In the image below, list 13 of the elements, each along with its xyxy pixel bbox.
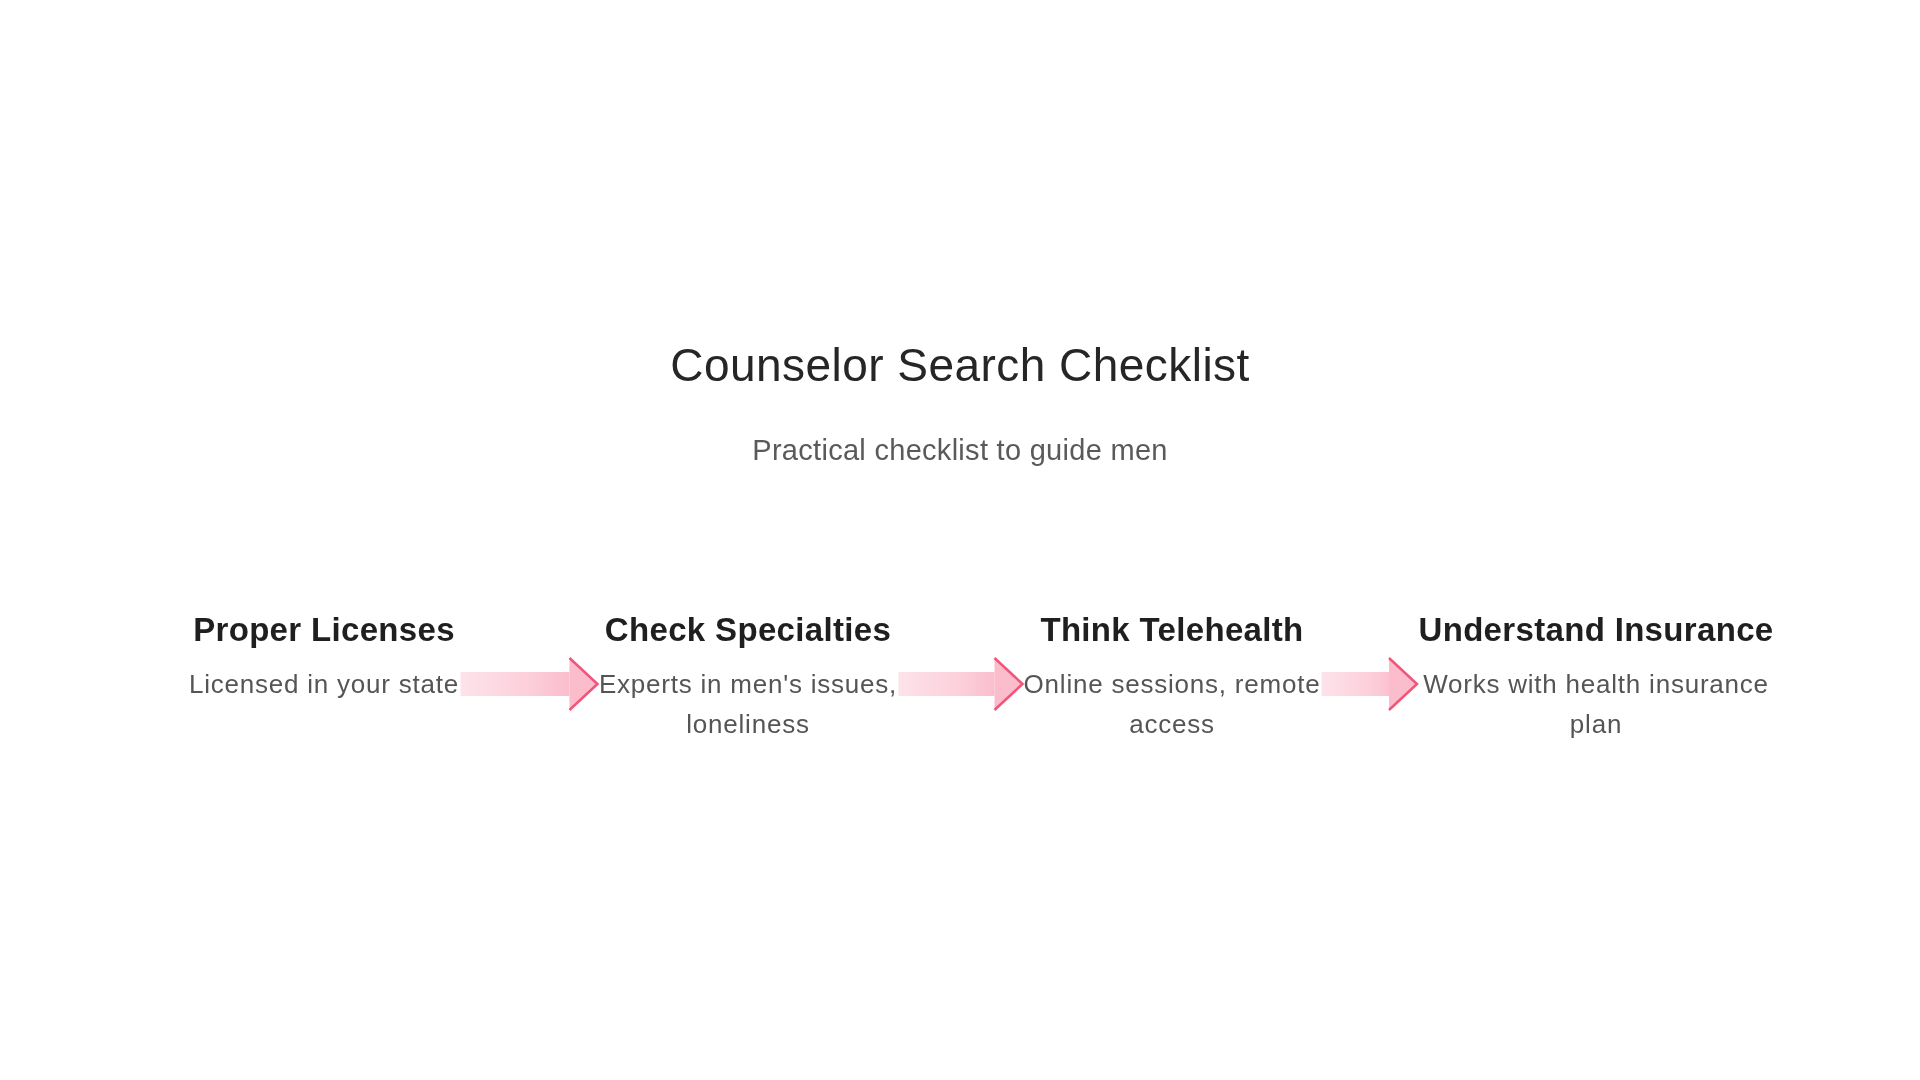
step-heading: Proper Licenses bbox=[192, 610, 456, 650]
step-description: Licensed in your state bbox=[187, 668, 461, 701]
title: Counselor Search Checklist bbox=[670, 338, 1250, 393]
step-heading: Check Specialties bbox=[603, 610, 893, 650]
arrow bbox=[460, 656, 599, 712]
step-heading: Think Telehealth bbox=[1039, 610, 1305, 650]
step-description: Online sessions, remote access bbox=[1022, 668, 1322, 741]
arrow bbox=[898, 656, 1024, 712]
step-description: Works with health insurance plan bbox=[1422, 668, 1770, 741]
arrow bbox=[1321, 656, 1419, 712]
step-heading: Understand Insurance bbox=[1417, 610, 1775, 650]
subtitle: Practical checklist to guide men bbox=[752, 433, 1168, 468]
step-description: Experts in men's issues, loneliness bbox=[597, 668, 899, 741]
